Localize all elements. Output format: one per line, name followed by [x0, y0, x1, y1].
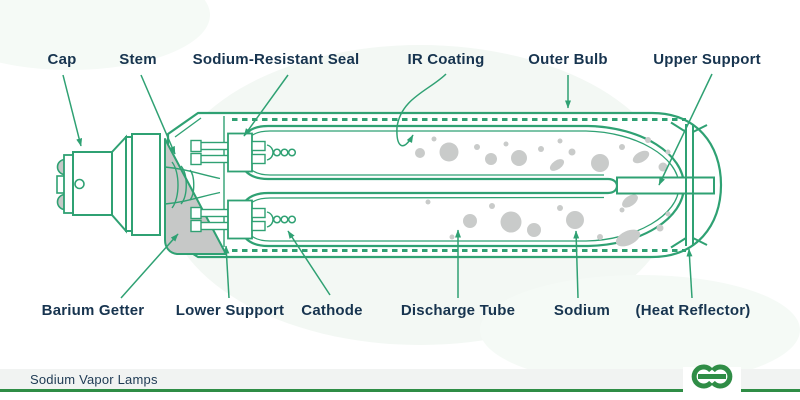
leader-stem	[140, 74, 176, 155]
leader-cap	[62, 74, 83, 147]
leader-lower-support	[223, 245, 230, 299]
leader-sodium-resistant-seal	[243, 74, 289, 137]
label-sodium: Sodium	[553, 302, 611, 319]
label-discharge-tube: Discharge Tube	[400, 302, 516, 319]
label-outer-bulb: Outer Bulb	[528, 51, 608, 68]
leader-lines	[62, 73, 713, 299]
label-cap: Cap	[47, 51, 77, 68]
leader-sodium	[573, 230, 580, 299]
label-upper-support: Upper Support	[653, 51, 761, 68]
leader-upper-support	[658, 73, 713, 186]
label-stem: Stem	[119, 51, 157, 68]
upper-electrode-assembly	[190, 132, 297, 173]
leader-cathode	[287, 230, 331, 296]
cap	[56, 133, 161, 236]
label-sodium-resistant-seal: Sodium-Resistant Seal	[192, 51, 360, 68]
label-heat-reflector: (Heat Reflector)	[635, 302, 751, 319]
footer-strip	[0, 369, 800, 389]
geeksforgeeks-logo-icon	[691, 364, 733, 389]
footer-caption: Sodium Vapor Lamps	[30, 371, 158, 387]
sodium-droplets	[415, 136, 671, 247]
footer-rule	[0, 389, 800, 392]
label-cathode: Cathode	[301, 302, 363, 319]
heat-reflector	[670, 121, 708, 249]
label-ir-coating: IR Coating	[407, 51, 485, 68]
cathode-coil	[272, 148, 297, 157]
leader-ir-coating	[396, 73, 447, 147]
cathode-coil	[272, 215, 297, 224]
label-barium-getter: Barium Getter	[41, 302, 145, 319]
sodium-resistant-seal	[227, 132, 253, 173]
leader-heat-reflector	[686, 248, 693, 299]
lower-electrode-assembly	[190, 199, 297, 240]
label-lower-support: Lower Support	[175, 302, 285, 319]
leader-barium-getter	[120, 233, 179, 299]
upper-support-rod	[616, 176, 715, 195]
sodium-resistant-seal	[227, 199, 253, 240]
